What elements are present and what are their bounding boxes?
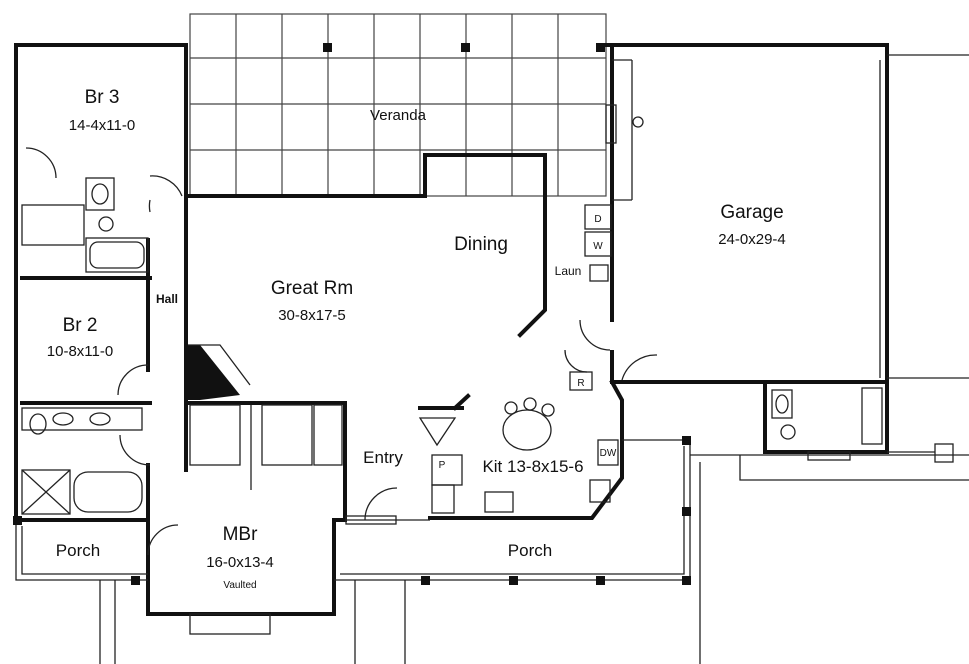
veranda-post xyxy=(323,43,332,52)
porch-post xyxy=(682,576,691,585)
room-size-mbr: 16-0x13-4 xyxy=(206,554,274,571)
pantry-label: P xyxy=(439,460,446,471)
washer-label: W xyxy=(593,241,603,252)
porch-post xyxy=(596,576,605,585)
veranda-post xyxy=(596,43,605,52)
room-name-hall: Hall xyxy=(156,292,178,306)
room-name-br2: Br 2 xyxy=(63,315,98,336)
porch-post xyxy=(682,436,691,445)
room-labels: Br 3 14-4x11-0 Veranda Garage 24-0x29-4 … xyxy=(47,87,786,591)
porch-structures xyxy=(13,436,969,664)
room-size-garage: 24-0x29-4 xyxy=(718,231,786,248)
porch-post xyxy=(131,576,140,585)
veranda-post xyxy=(461,43,470,52)
room-note-mbr: Vaulted xyxy=(223,580,256,591)
dishwasher-label: DW xyxy=(600,448,617,459)
room-name-br3: Br 3 xyxy=(85,87,120,108)
room-name-garage: Garage xyxy=(720,202,783,223)
room-name-mbr: MBr xyxy=(223,524,259,545)
porch-post xyxy=(509,576,518,585)
fixtures xyxy=(21,177,883,515)
room-name-porch-left: Porch xyxy=(56,541,100,560)
room-size-great: 30-8x17-5 xyxy=(278,307,346,324)
room-name-great: Great Rm xyxy=(271,278,353,299)
room-name-porch-front: Porch xyxy=(508,541,552,560)
room-size-br2: 10-8x11-0 xyxy=(47,343,113,360)
room-name-veranda: Veranda xyxy=(370,107,427,124)
garage-siding xyxy=(605,54,969,379)
porch-post xyxy=(421,576,430,585)
porch-post xyxy=(13,516,22,525)
fixture-labels: D W R DW P xyxy=(439,214,617,471)
doors xyxy=(25,147,658,556)
refrigerator-label: R xyxy=(577,378,584,389)
walls xyxy=(14,43,889,616)
dryer-label: D xyxy=(594,214,601,225)
porch-post xyxy=(682,507,691,516)
room-name-entry: Entry xyxy=(363,448,403,467)
room-name-kit: Kit 13-8x15-6 xyxy=(482,457,583,476)
room-name-laun: Laun xyxy=(555,264,582,278)
room-size-br3: 14-4x11-0 xyxy=(69,117,135,134)
room-name-dining: Dining xyxy=(454,234,508,255)
